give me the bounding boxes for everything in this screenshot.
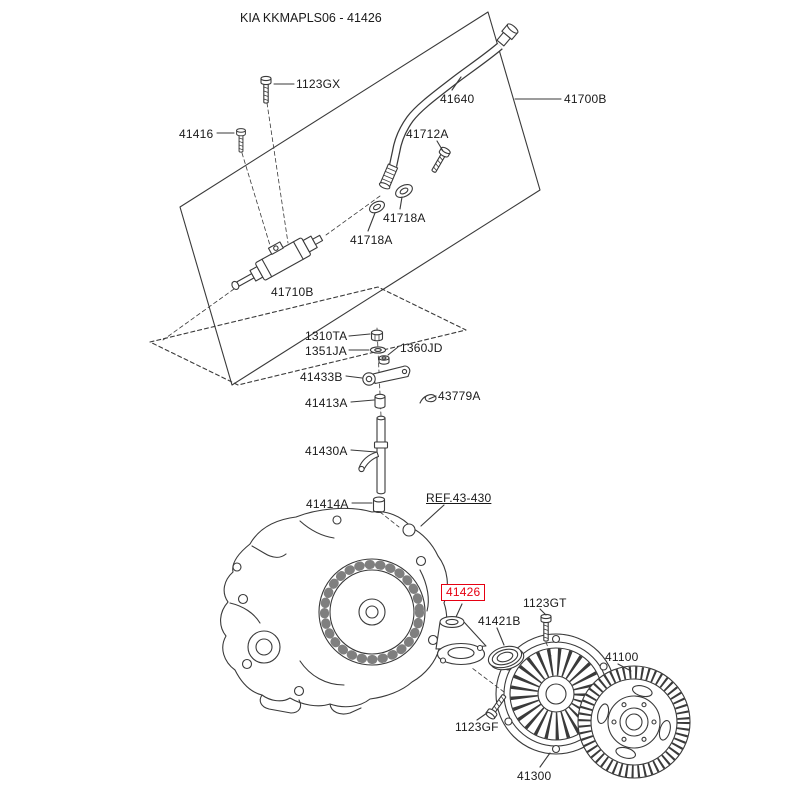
- bolt-41416: [236, 128, 246, 153]
- reference-link-43-430[interactable]: REF.43-430: [426, 491, 492, 505]
- part-label-1310TA[interactable]: 1310TA: [305, 329, 348, 343]
- part-label-41710B[interactable]: 41710B: [271, 285, 314, 299]
- leader-lines: [216, 76, 632, 768]
- part-label-41433B[interactable]: 41433B: [300, 370, 343, 384]
- part-label-41712A[interactable]: 41712A: [406, 127, 449, 141]
- part-label-41100[interactable]: 41100: [605, 650, 639, 664]
- part-label-41413A[interactable]: 41413A: [305, 396, 348, 410]
- part-label-41700B[interactable]: 41700B: [564, 92, 607, 106]
- assembly-dash-lines-lower: [471, 641, 552, 693]
- gasket-washers: [369, 184, 413, 214]
- part-label-1360JD[interactable]: 1360JD: [400, 341, 443, 355]
- part-label-41640[interactable]: 41640: [440, 92, 475, 106]
- release-fork-sleeve: [435, 616, 487, 666]
- assembly-box-dashed: [149, 286, 467, 386]
- part-label-41718A-2[interactable]: 41718A: [350, 233, 393, 247]
- part-label-1123GF[interactable]: 1123GF: [455, 720, 499, 734]
- assembly-box: [179, 11, 541, 386]
- diagram-title: KIA KKMAPLS06 - 41426: [240, 11, 382, 25]
- release-cylinder: [231, 234, 324, 290]
- clutch-pipe: [378, 23, 519, 190]
- part-label-1123GT[interactable]: 1123GT: [523, 596, 567, 610]
- release-bearing: [487, 645, 525, 671]
- clutch-disc: [577, 665, 691, 779]
- part-label-1123GX[interactable]: 1123GX: [296, 77, 341, 91]
- part-label-41718A-1[interactable]: 41718A: [383, 211, 426, 225]
- bolt-1123gx: [260, 75, 272, 104]
- control-shaft-stack: [358, 329, 437, 513]
- part-label-41421B[interactable]: 41421B: [478, 614, 521, 628]
- part-label-1351JA[interactable]: 1351JA: [305, 344, 347, 358]
- part-label-41430A[interactable]: 41430A: [305, 444, 348, 458]
- part-label-43779A[interactable]: 43779A: [438, 389, 481, 403]
- part-label-41414A[interactable]: 41414A: [306, 497, 349, 511]
- part-label-41426-highlighted[interactable]: 41426: [441, 584, 486, 601]
- part-label-41416[interactable]: 41416: [179, 127, 214, 141]
- transmission-case: [220, 507, 448, 715]
- part-label-41300[interactable]: 41300: [517, 769, 552, 783]
- union-bolt: [428, 145, 452, 175]
